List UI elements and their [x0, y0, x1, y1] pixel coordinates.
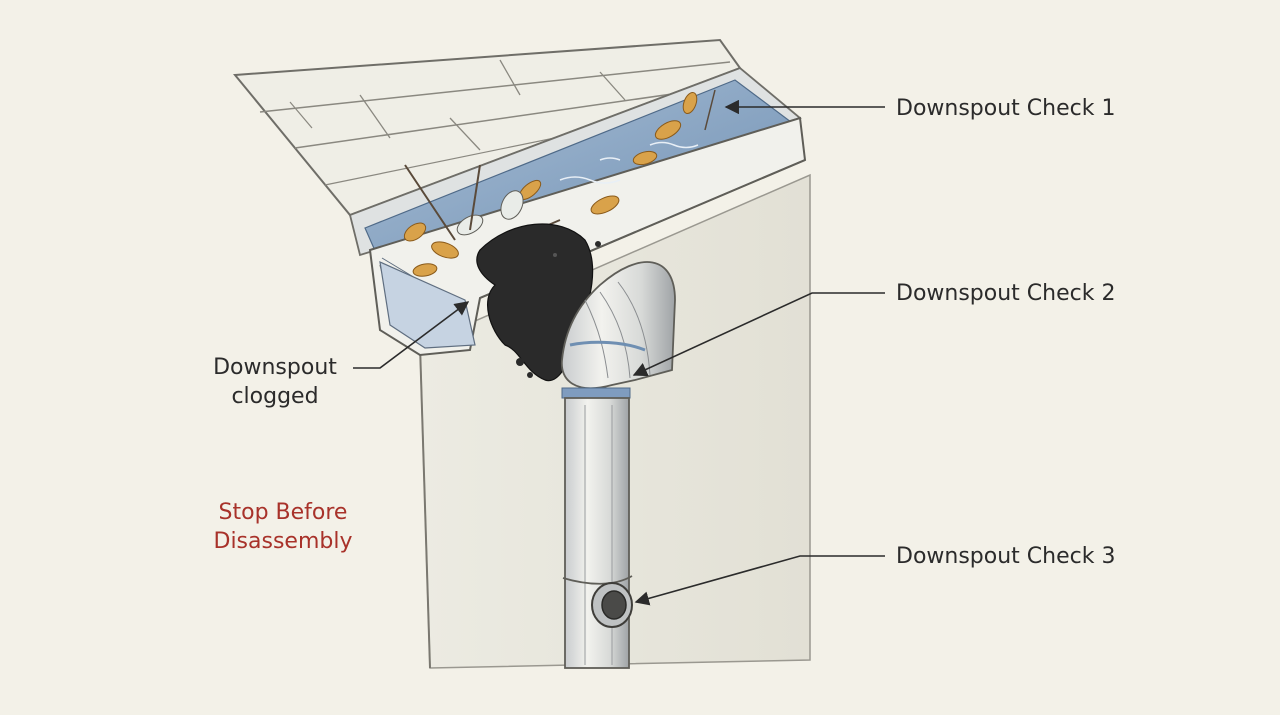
- label-clogged-line-2: clogged: [231, 384, 319, 409]
- label-downspout-check-3: Downspout Check 3: [896, 544, 1116, 569]
- cleanout-port: [591, 582, 633, 628]
- clog-blockage: [476, 223, 601, 382]
- callout-line-clogged: [353, 301, 470, 369]
- warning-line-1: Stop Before: [218, 500, 348, 525]
- leaf-debris: [403, 89, 716, 277]
- label-clogged-line-1: Downspout: [213, 355, 337, 380]
- warning-line-2: Disassembly: [213, 529, 353, 554]
- downspout-pipe: [561, 261, 676, 669]
- label-downspout-clogged: Downspout clogged: [200, 353, 350, 411]
- callout-line-check-2: [632, 292, 885, 377]
- warning-stop-before-disassembly: Stop Before Disassembly: [198, 498, 368, 556]
- label-downspout-check-1: Downspout Check 1: [896, 96, 1116, 121]
- callout-lines: [353, 99, 885, 606]
- callout-line-check-3: [634, 555, 885, 606]
- label-downspout-check-2: Downspout Check 2: [896, 281, 1116, 306]
